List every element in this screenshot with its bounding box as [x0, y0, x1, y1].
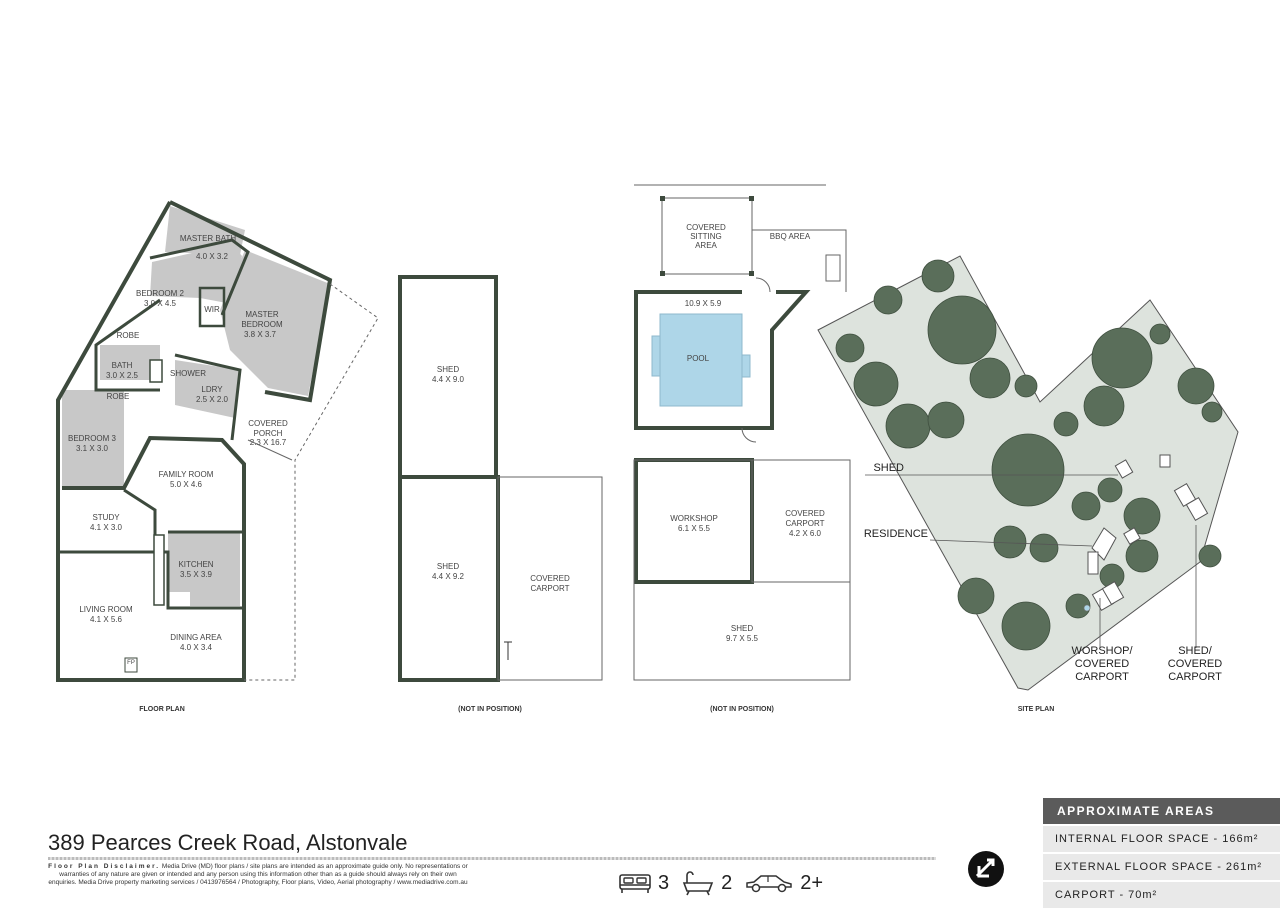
areas-heading: APPROXIMATE AREAS [1043, 798, 1280, 824]
room-dims-bedroom-3: 3.1 X 3.0 [76, 444, 109, 453]
site-plan: SHED RESIDENCE WORSHOP/ COVERED CARPORT … [817, 255, 1239, 713]
room-label-covered-carport-pool: COVERED [785, 509, 825, 518]
carport-area: CARPORT - 70m² [1043, 882, 1280, 908]
feature-beds: 3 [618, 871, 669, 895]
room-label-robe-2: ROBE [107, 392, 130, 401]
pool-workshop-plan: COVERED SITTING AREA BBQ AREA 10.9 X 5.9… [633, 184, 851, 713]
room-label-pool: POOL [687, 354, 710, 363]
room-label-shed-pool: SHED [731, 624, 753, 633]
room-label-covered-sitting-area-2: SITTING [690, 232, 722, 241]
room-label-covered-porch-2: PORCH [254, 429, 283, 438]
room-dims-shed-2: 4.4 X 9.2 [432, 572, 465, 581]
room-label-covered-porch: COVERED [248, 419, 288, 428]
room-label-dining-area: DINING AREA [170, 633, 222, 642]
room-label-living-room: LIVING ROOM [79, 605, 133, 614]
room-dims-pool: 10.9 X 5.9 [685, 299, 722, 308]
divider [48, 857, 936, 860]
compass-logo-icon [968, 851, 1004, 887]
room-label-workshop: WORKSHOP [670, 514, 718, 523]
site-label-shed-carport: SHED/ [1178, 645, 1213, 657]
disclaimer: Floor Plan Disclaimer. Media Drive (MD) … [48, 863, 468, 887]
room-dims-shed-1: 4.4 X 9.0 [432, 375, 465, 384]
room-dims-shed-pool: 9.7 X 5.5 [726, 634, 759, 643]
room-label-study: STUDY [92, 513, 120, 522]
room-dims-workshop: 6.1 X 5.5 [678, 524, 711, 533]
caption-sheds: (NOT IN POSITION) [458, 706, 522, 713]
room-dims-bath: 3.0 X 2.5 [106, 371, 139, 380]
external-floor-space: EXTERNAL FLOOR SPACE - 261m² [1043, 854, 1280, 880]
room-dims-covered-carport-pool: 4.2 X 6.0 [789, 529, 822, 538]
property-address: 389 Pearces Creek Road, Alstonvale [48, 830, 408, 855]
approximate-areas-panel: APPROXIMATE AREAS INTERNAL FLOOR SPACE -… [1043, 798, 1280, 908]
property-features: 3 2 2+ [618, 868, 823, 898]
floor-plans-drawing: MASTER BATH 4.0 X 3.2 BEDROOM 2 3.0 X 4.… [56, 184, 1239, 713]
room-label-bbq-area: BBQ AREA [770, 232, 811, 241]
room-label-fireplace: FP [127, 660, 135, 666]
room-dims-family-room: 5.0 X 4.6 [170, 480, 203, 489]
room-dims-master-bath: 4.0 X 3.2 [196, 252, 229, 261]
feature-cars: 2+ [744, 872, 823, 895]
room-label-shed-1: SHED [437, 365, 459, 374]
feature-baths: 2 [681, 870, 732, 896]
room-label-covered-carport-pool-2: CARPORT [786, 519, 825, 528]
room-dims-covered-porch: 2.3 X 16.7 [250, 438, 287, 447]
room-dims-ldry: 2.5 X 2.0 [196, 395, 229, 404]
room-label-ldry: LDRY [201, 385, 223, 394]
site-label-workshop-3: CARPORT [1075, 671, 1129, 683]
room-label-master-bedroom: MASTER [245, 310, 279, 319]
beds-count: 3 [658, 871, 670, 894]
site-label-workshop-2: COVERED [1075, 658, 1129, 670]
room-dims-kitchen: 3.5 X 3.9 [180, 570, 213, 579]
internal-floor-space: INTERNAL FLOOR SPACE - 166m² [1043, 826, 1280, 852]
disclaimer-title: Floor Plan Disclaimer. [48, 863, 161, 870]
room-dims-bedroom-2: 3.0 X 4.5 [144, 299, 177, 308]
site-label-shed-carport-2: COVERED [1168, 658, 1222, 670]
room-dims-living-room: 4.1 X 5.6 [90, 615, 123, 624]
floor-plan: MASTER BATH 4.0 X 3.2 BEDROOM 2 3.0 X 4.… [56, 200, 379, 713]
room-label-covered-sitting-area-3: AREA [695, 241, 717, 250]
cars-count: 2+ [800, 871, 824, 894]
room-label-bedroom-2: BEDROOM 2 [136, 289, 185, 298]
caption-site-plan: SITE PLAN [1018, 706, 1055, 713]
car-icon [746, 875, 792, 893]
room-label-master-bath: MASTER BATH [180, 234, 237, 243]
room-label-covered-carport-sheds-2: CARPORT [531, 584, 570, 593]
site-label-shed: SHED [873, 462, 904, 474]
site-label-residence: RESIDENCE [864, 528, 928, 540]
bath-icon [682, 871, 714, 896]
room-label-robe-1: ROBE [117, 331, 140, 340]
caption-floor-plan: FLOOR PLAN [139, 706, 185, 713]
room-label-shower: SHOWER [170, 369, 206, 378]
room-dims-study: 4.1 X 3.0 [90, 523, 123, 532]
room-label-wir: WIR [204, 305, 220, 314]
site-label-shed-carport-3: CARPORT [1168, 671, 1222, 683]
bed-icon [619, 874, 651, 893]
room-label-covered-sitting-area: COVERED [686, 223, 726, 232]
room-label-bath: BATH [112, 361, 133, 370]
room-label-shed-2: SHED [437, 562, 459, 571]
room-label-master-bedroom-2: BEDROOM [241, 320, 283, 329]
room-dims-dining-area: 4.0 X 3.4 [180, 643, 213, 652]
site-label-workshop: WORSHOP/ [1071, 645, 1133, 657]
caption-pool: (NOT IN POSITION) [710, 706, 774, 713]
sheds-plan: SHED 4.4 X 9.0 SHED 4.4 X 9.2 COVERED CA… [398, 275, 603, 713]
room-label-family-room: FAMILY ROOM [159, 470, 214, 479]
room-label-bedroom-3: BEDROOM 3 [68, 434, 117, 443]
room-label-covered-carport-sheds: COVERED [530, 574, 570, 583]
disclaimer-text: Media Drive (MD) floor plans / site plan… [48, 863, 468, 886]
baths-count: 2 [721, 871, 733, 894]
room-dims-master-bedroom: 3.8 X 3.7 [244, 330, 277, 339]
room-label-kitchen: KITCHEN [178, 560, 213, 569]
